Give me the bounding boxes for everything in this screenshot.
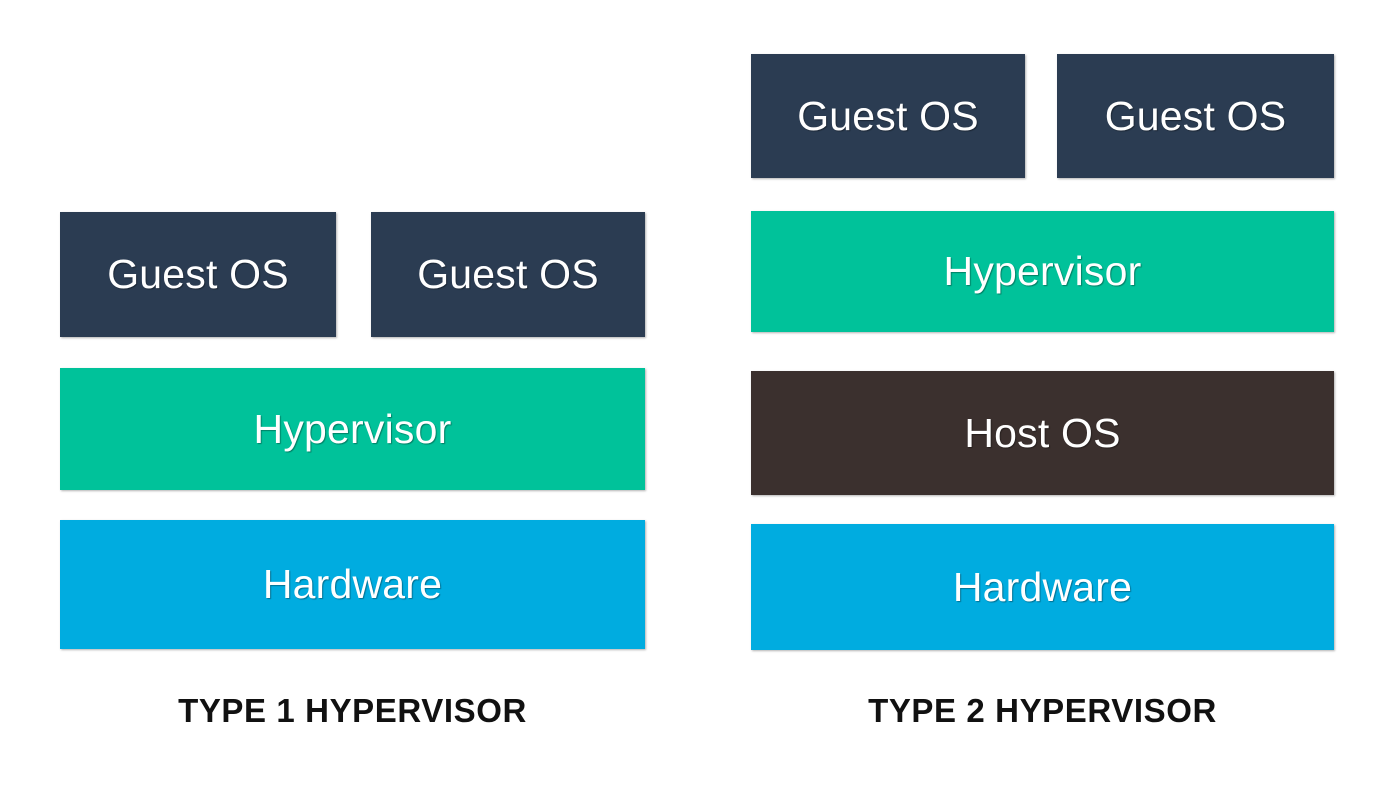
type2-guest-os-block-2: Guest OS [1057, 54, 1334, 178]
type2-hardware-block: Hardware [751, 524, 1334, 650]
type1-hardware-block: Hardware [60, 520, 645, 649]
type2-caption: TYPE 2 HYPERVISOR [868, 692, 1217, 729]
type2-host-os-block: Host OS [751, 371, 1334, 495]
type1-guest-os-block-2: Guest OS [371, 212, 645, 337]
type2-guest-os-block-1: Guest OS [751, 54, 1025, 178]
type1-guest-os-block-1: Guest OS [60, 212, 336, 337]
type2-hypervisor-block: Hypervisor [751, 211, 1334, 332]
type1-caption: TYPE 1 HYPERVISOR [178, 692, 527, 729]
type1-hypervisor-block: Hypervisor [60, 368, 645, 490]
